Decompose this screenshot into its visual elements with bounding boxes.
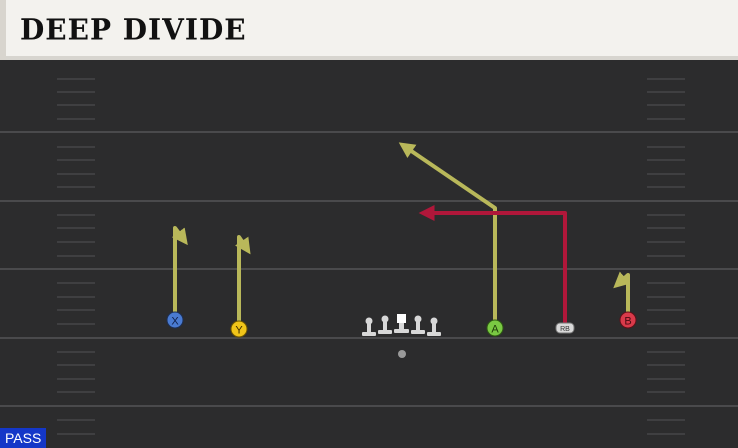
player-rb: RB [555, 322, 575, 334]
play-type-badge: PASS [0, 428, 47, 448]
route-x [171, 226, 188, 320]
route-b [613, 271, 631, 320]
player-a-label: A [491, 324, 499, 336]
lineman-icon [362, 317, 376, 336]
player-b-label: B [624, 316, 631, 328]
player-rb-label: RB [560, 326, 570, 333]
qb-dot-icon [398, 350, 406, 358]
play-header: DEEP DIVIDE [0, 0, 738, 60]
player-x-label: X [171, 316, 179, 328]
player-y-label: Y [235, 325, 243, 337]
offensive-line [362, 314, 441, 336]
route-y [235, 235, 251, 330]
header-accent-bar [0, 0, 6, 60]
lineman-icon [411, 315, 425, 334]
lineman-icon [427, 317, 441, 336]
hash-marks-right [647, 78, 685, 435]
player-x: X [166, 311, 184, 329]
center-icon [394, 314, 409, 333]
play-title: DEEP DIVIDE [20, 12, 247, 47]
player-b: B [619, 311, 637, 329]
route-rb [418, 205, 567, 329]
player-a: A [486, 319, 504, 337]
lineman-icon [378, 315, 392, 334]
field [0, 60, 738, 448]
routes [171, 142, 631, 330]
player-y: Y [230, 320, 248, 338]
route-a [398, 142, 497, 329]
hash-marks-left [57, 78, 95, 435]
yard-lines [0, 131, 738, 407]
